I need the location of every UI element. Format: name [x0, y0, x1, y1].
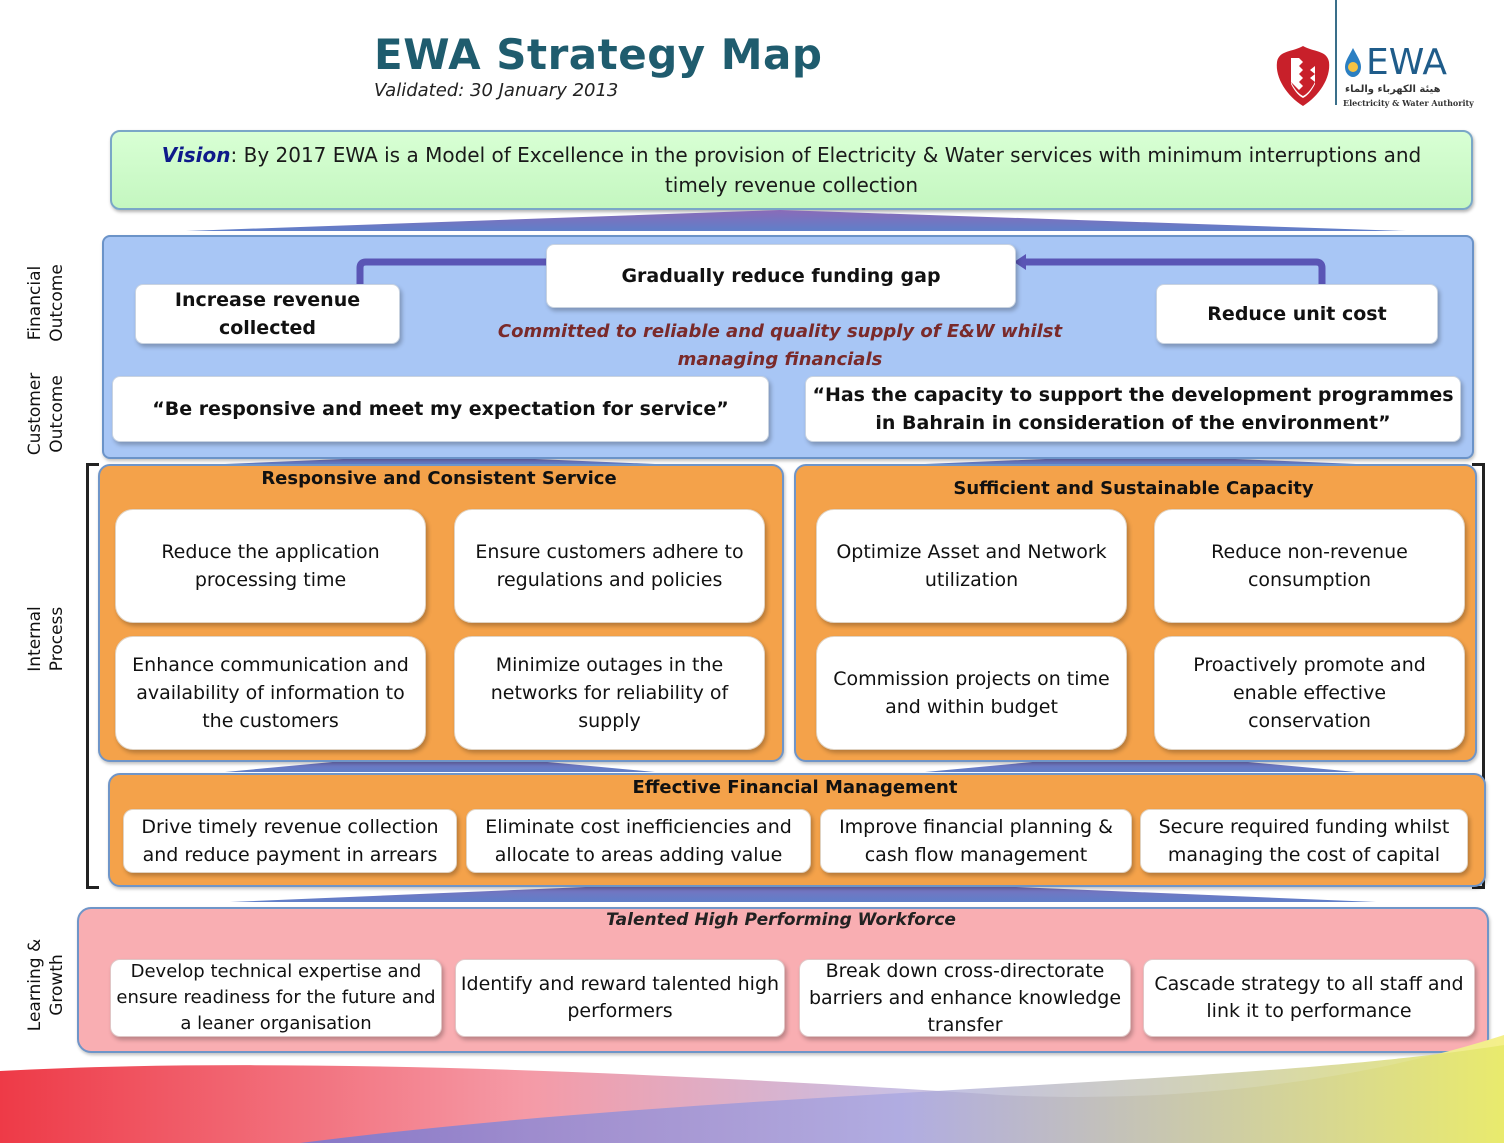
- funding-gap-box: Gradually reduce funding gap: [546, 244, 1016, 308]
- ewa-arabic-name: هيئة الكهرباء والماء: [1345, 84, 1441, 95]
- customer-outcome-right: “Has the capacity to support the develop…: [805, 376, 1461, 442]
- customer-outcome-left: “Be responsive and meet my expectation f…: [112, 376, 769, 442]
- connector-learning: [230, 878, 1376, 902]
- sustainable-capacity-title: Sufficient and Sustainable Capacity: [953, 478, 1314, 499]
- objective-box: Reduce non-revenue consumption: [1154, 509, 1465, 623]
- connector-efm-right: [925, 752, 1356, 772]
- objective-box: Enhance communication and availability o…: [115, 636, 426, 750]
- responsive-service-title: Responsive and Consistent Service: [261, 468, 617, 489]
- learning-objective-box: Develop technical expertise and ensure r…: [110, 959, 442, 1037]
- learning-objective-box: Identify and reward talented high perfor…: [455, 959, 785, 1037]
- increase-revenue-box: Increase revenue collected: [135, 284, 400, 344]
- objective-box: Commission projects on time and within b…: [816, 636, 1127, 750]
- financial-management-title: Effective Financial Management: [632, 777, 958, 798]
- validated-date: Validated: 30 January 2013: [374, 80, 619, 101]
- connector-ip-right: [925, 455, 1356, 464]
- objective-box: Ensure customers adhere to regulations a…: [454, 509, 765, 623]
- side-label-learning: Learning &Growth: [25, 938, 67, 1032]
- bahrain-emblem-icon: [1276, 46, 1330, 106]
- ewa-english-name: Electricity & Water Authority: [1343, 98, 1474, 108]
- objective-box: Minimize outages in the networks for rel…: [454, 636, 765, 750]
- objective-box: Proactively promote and enable effective…: [1154, 636, 1465, 750]
- learning-growth-title: Talented High Performing Workforce: [606, 910, 956, 930]
- connector-efm-left: [225, 752, 655, 772]
- arrow-left-icon: [356, 258, 598, 284]
- financial-objective-box: Eliminate cost inefficiencies and alloca…: [466, 809, 811, 873]
- logo-divider: [1335, 0, 1337, 105]
- financial-objective-box: Improve financial planning & cash flow m…: [820, 809, 1132, 873]
- ewa-logo-text: EWA: [1366, 42, 1447, 83]
- vision-text: : By 2017 EWA is a Model of Excellence i…: [230, 143, 1422, 197]
- arrow-right-icon: [1024, 258, 1326, 284]
- financial-note: Committed to reliable and quality supply…: [497, 321, 1063, 370]
- internal-bracket-left: [86, 463, 99, 889]
- objective-box: Optimize Asset and Network utilization: [816, 509, 1127, 623]
- connector-ip-left: [225, 455, 655, 464]
- financial-objective-box: Secure required funding whilst managing …: [1140, 809, 1468, 873]
- vision-box: Vision: By 2017 EWA is a Model of Excell…: [110, 130, 1473, 210]
- objective-box: Reduce the application processing time: [115, 509, 426, 623]
- footer-wave-decoration: [0, 1035, 1504, 1143]
- internal-bracket-right: [1472, 463, 1485, 889]
- water-drop-icon: [1345, 48, 1361, 77]
- arrowhead-left-icon: [1014, 254, 1026, 270]
- learning-objective-box: Break down cross-directorate barriers an…: [799, 959, 1131, 1037]
- vision-label: Vision: [161, 143, 231, 167]
- financial-objective-box: Drive timely revenue collection and redu…: [123, 809, 457, 873]
- learning-objective-box: Cascade strategy to all staff and link i…: [1143, 959, 1475, 1037]
- connector-vision: [186, 210, 1406, 231]
- reduce-unit-cost-box: Reduce unit cost: [1156, 284, 1438, 344]
- page-title: EWA Strategy Map: [374, 30, 823, 79]
